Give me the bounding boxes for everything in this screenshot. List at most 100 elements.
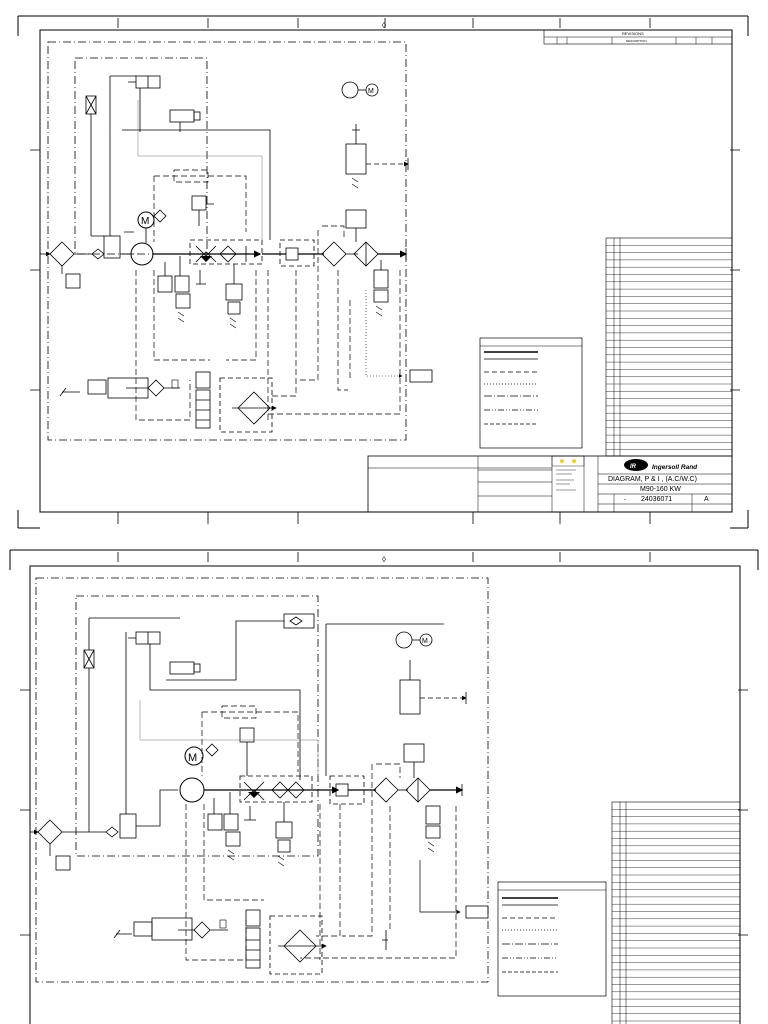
- sheet-2-separator-element-icon: [271, 781, 289, 799]
- sheet-2-pressure-transducer-icon: [225, 831, 241, 847]
- approval-dot-icon: [560, 459, 564, 463]
- sheet-2-blowdown-section: M: [166, 613, 467, 776]
- sheet-2-condensate-drain-icon: [403, 743, 425, 763]
- sheet-2-load-solenoid-icon: [169, 661, 195, 675]
- sheet-2-oil-cooler-icon: [283, 929, 317, 963]
- drawing-revision: A: [704, 496, 709, 503]
- separator-tank-icon: [189, 239, 263, 265]
- sheet-2-separator-section: [239, 727, 313, 867]
- company-logo-icon: [624, 459, 648, 471]
- svg-text:M: M: [422, 638, 428, 645]
- system-boundary: [47, 41, 407, 441]
- discharge-section: [262, 209, 408, 317]
- inlet-valve-icon: [103, 235, 121, 259]
- filter-indicator-icon: [65, 273, 81, 289]
- sheet-2-pressure-switch-icon: [275, 821, 293, 839]
- sheet-2-compressor-airend-icon: [179, 777, 205, 803]
- sensor-box-icon: [157, 275, 173, 293]
- thermostatic-valve-icon: [191, 195, 207, 211]
- minimum-pressure-valve-icon: [285, 247, 299, 261]
- sheet-2-border: [29, 565, 741, 1024]
- minimum-pressure-valve-group: [279, 239, 315, 267]
- sheet-2-oil-solenoid-icon: [133, 921, 153, 937]
- sheet-2-zone-ticks: [20, 552, 748, 936]
- sheet-2-sensor-box-icon: [207, 813, 223, 831]
- svg-text:M: M: [368, 88, 374, 95]
- inlet-section: [40, 235, 134, 289]
- inlet-filter-icon: [49, 241, 75, 267]
- sheet-2-system-boundary: [35, 577, 489, 983]
- line-legend: [479, 337, 583, 449]
- sheet-2-oil-cooler-section: [113, 909, 327, 975]
- blowdown-section: M: [341, 81, 409, 189]
- sheet-2-filter-indicator-icon: [55, 855, 71, 871]
- drain-valve-icon: [373, 269, 389, 289]
- drawing-title: DIAGRAM, P & I , (A.C/W.C): [608, 476, 697, 483]
- sheet-2-sensor-box-icon: [223, 813, 239, 831]
- sheet-2-frame-top: [9, 549, 759, 570]
- sheet-2-temperature-switch-icon: [205, 743, 219, 757]
- sheet-2-control-enclosure: [75, 595, 319, 857]
- revisions-title: REVISIONS: [622, 31, 644, 36]
- sheet-1-frame-corners: [17, 15, 749, 529]
- oil-level-icon: [147, 379, 165, 397]
- sheet-2-inlet-valve-icon: [119, 813, 137, 839]
- control-solenoids: [85, 75, 271, 240]
- sheet-1: ◊ REVISIONS DESCRIPTION: [17, 15, 749, 529]
- size-dash: -: [624, 497, 626, 503]
- sensor-box-icon: [174, 275, 190, 293]
- sheet-2-condensate-line: [419, 860, 461, 915]
- sheet-2-inlet-section: [30, 789, 178, 871]
- sheet-2-check-valve-icon: [105, 826, 119, 838]
- pressure-switch-icon: [225, 283, 243, 301]
- sheet-2-oil-level-icon: [193, 921, 211, 939]
- sheet-2-inlet-filter-icon: [37, 819, 63, 845]
- company-name: Ingersoll Rand: [652, 464, 698, 471]
- fan-icon: [341, 81, 359, 99]
- aftercooler-icon: [321, 241, 347, 267]
- revisions-description-header: DESCRIPTION: [626, 39, 647, 43]
- title-block: IR Ingersoll Rand DIAGRAM, P & I , (A.C/…: [367, 455, 733, 513]
- load-solenoid-icon: [169, 109, 195, 123]
- sheet-2-airend-section: M: [179, 743, 340, 861]
- sheet-2-safety-valve-icon: [399, 679, 421, 715]
- drain-outlet-icon: [409, 369, 433, 383]
- svg-text:◊: ◊: [382, 555, 386, 564]
- oil-cooler-icon: [237, 391, 271, 425]
- revision-block: REVISIONS DESCRIPTION: [543, 29, 733, 45]
- drawing-number: 24036071: [641, 496, 672, 503]
- sheet-2-drain-outlet-icon: [465, 905, 489, 919]
- parts-list-grid: [605, 237, 733, 457]
- oil-filter-indicator-icon: [195, 371, 211, 389]
- sheet-2-line-legend: [497, 881, 607, 997]
- sheet-2-motor-icon: [184, 746, 204, 766]
- drawing-model: M90-160 KW: [640, 486, 681, 493]
- logo-mark: IR: [630, 464, 637, 470]
- sheet-1-zone-ticks: [30, 18, 740, 524]
- sheet-2-control-solenoids: [83, 617, 319, 832]
- oil-cooler-section: [59, 371, 277, 433]
- sheet-2-blowdown-valve-icon: [283, 613, 315, 629]
- sheet-2-aftercooler-icon: [373, 777, 399, 803]
- sheet-2-drain-valve-icon: [425, 805, 441, 825]
- motor-label-icon: M: [141, 216, 149, 227]
- sheet-2-oil-filter-icon: [245, 927, 261, 969]
- svg-text:M: M: [188, 752, 197, 764]
- oil-circuit-lines: [135, 169, 401, 421]
- sheet-2-separator-tank-icon: [239, 775, 313, 803]
- sheet-2-fan-icon: [395, 631, 413, 649]
- sheet-2-oil-sump-icon: [248, 792, 260, 798]
- condensate-drain-icon: [345, 209, 367, 229]
- approval-dot-icon: [572, 459, 576, 463]
- oil-sump-icon: [200, 256, 212, 262]
- oil-filter-icon: [195, 389, 211, 429]
- sheet-1-top-center-mark: ◊: [382, 21, 386, 30]
- sheet-2-discharge-section: [329, 743, 464, 853]
- pressure-transducer-icon: [175, 293, 191, 309]
- sheet-2-oil-filter-indicator-icon: [245, 909, 261, 927]
- temperature-switch-icon: [153, 209, 167, 223]
- condensate-line: [365, 290, 403, 378]
- separator-element-icon: [219, 245, 237, 263]
- sheet-2-parts-list-grid: [611, 801, 741, 1024]
